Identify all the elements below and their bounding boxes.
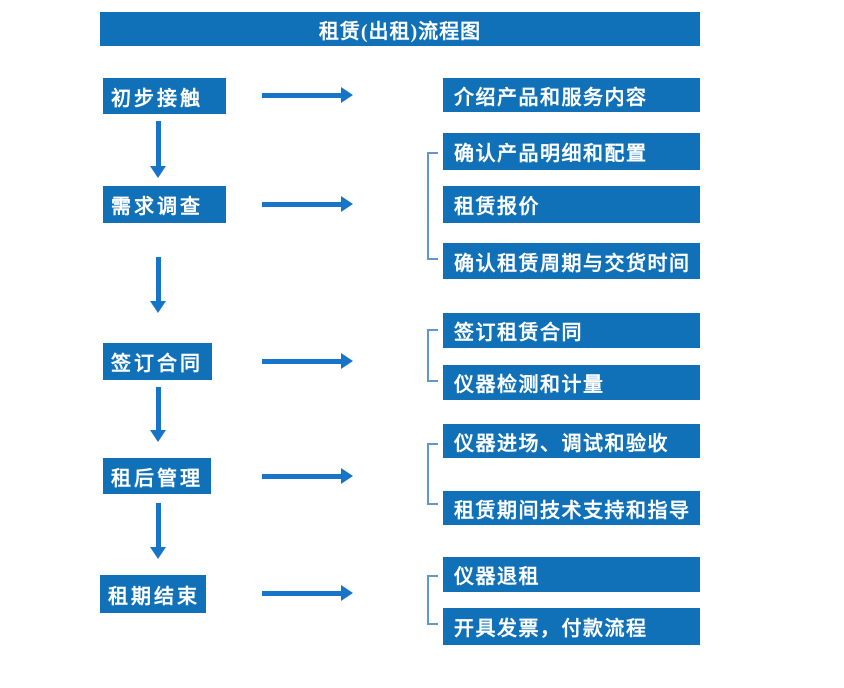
detail-box: 仪器退租 bbox=[443, 557, 700, 592]
down-arrow-head bbox=[150, 166, 166, 178]
down-arrow-shaft bbox=[155, 387, 161, 430]
down-arrow-head bbox=[150, 301, 166, 313]
down-arrow-icon bbox=[150, 503, 166, 559]
detail-label: 仪器进场、调试和验收 bbox=[454, 432, 669, 455]
bracket-line bbox=[427, 152, 438, 260]
detail-label: 确认租赁周期与交货时间 bbox=[454, 252, 691, 275]
step-label: 初步接触 bbox=[111, 87, 203, 110]
down-arrow-shaft bbox=[155, 121, 161, 166]
right-arrow-icon bbox=[262, 353, 353, 369]
right-arrow-shaft bbox=[262, 92, 341, 98]
detail-label: 仪器退租 bbox=[454, 566, 540, 588]
detail-label: 仪器检测和计量 bbox=[454, 374, 605, 396]
step-box-sign-contract: 签订合同 bbox=[103, 343, 212, 380]
bracket-line bbox=[427, 575, 438, 625]
step-box-initial-contact: 初步接触 bbox=[103, 78, 226, 114]
right-arrow-head bbox=[341, 585, 353, 601]
detail-box: 介绍产品和服务内容 bbox=[443, 78, 700, 112]
right-arrow-head bbox=[341, 87, 353, 103]
right-arrow-icon bbox=[262, 468, 353, 484]
detail-box: 仪器检测和计量 bbox=[443, 365, 700, 400]
detail-label: 开具发票，付款流程 bbox=[454, 618, 648, 640]
down-arrow-head bbox=[150, 430, 166, 442]
right-arrow-icon bbox=[262, 196, 353, 212]
step-box-demand-survey: 需求调查 bbox=[103, 186, 226, 223]
step-box-post-rental-management: 租后管理 bbox=[103, 458, 211, 494]
down-arrow-icon bbox=[150, 387, 166, 442]
bracket-line bbox=[427, 329, 438, 382]
right-arrow-shaft bbox=[262, 473, 341, 479]
page-title: 租赁(出租)流程图 bbox=[318, 20, 482, 43]
detail-box: 仪器进场、调试和验收 bbox=[443, 424, 700, 458]
down-arrow-icon bbox=[150, 257, 166, 313]
down-arrow-head bbox=[150, 547, 166, 559]
title-bar: 租赁(出租)流程图 bbox=[100, 12, 700, 46]
down-arrow-icon bbox=[150, 121, 166, 178]
right-arrow-head bbox=[341, 353, 353, 369]
right-arrow-shaft bbox=[262, 358, 341, 364]
right-arrow-icon bbox=[262, 585, 353, 601]
down-arrow-shaft bbox=[155, 503, 161, 547]
down-arrow-shaft bbox=[155, 257, 161, 301]
detail-label: 介绍产品和服务内容 bbox=[454, 86, 648, 109]
detail-label: 租赁报价 bbox=[454, 196, 540, 218]
right-arrow-icon bbox=[262, 87, 353, 103]
detail-label: 签订租赁合同 bbox=[454, 322, 583, 344]
detail-box: 开具发票，付款流程 bbox=[443, 608, 700, 645]
detail-box: 确认产品明细和配置 bbox=[443, 133, 700, 170]
step-label: 需求调查 bbox=[111, 196, 203, 218]
detail-box: 确认租赁周期与交货时间 bbox=[443, 243, 700, 279]
right-arrow-shaft bbox=[262, 201, 341, 207]
step-box-rental-end: 租期结束 bbox=[100, 575, 206, 613]
step-label: 租后管理 bbox=[111, 467, 203, 490]
bracket-line bbox=[427, 443, 438, 505]
step-label: 签订合同 bbox=[111, 353, 203, 375]
detail-box: 签订租赁合同 bbox=[443, 313, 700, 348]
detail-label: 租赁期间技术支持和指导 bbox=[454, 499, 691, 522]
detail-box: 租赁报价 bbox=[443, 186, 700, 223]
right-arrow-head bbox=[341, 196, 353, 212]
right-arrow-shaft bbox=[262, 590, 341, 596]
step-label: 租期结束 bbox=[108, 585, 200, 608]
right-arrow-head bbox=[341, 468, 353, 484]
detail-box: 租赁期间技术支持和指导 bbox=[443, 491, 700, 525]
detail-label: 确认产品明细和配置 bbox=[454, 143, 648, 165]
